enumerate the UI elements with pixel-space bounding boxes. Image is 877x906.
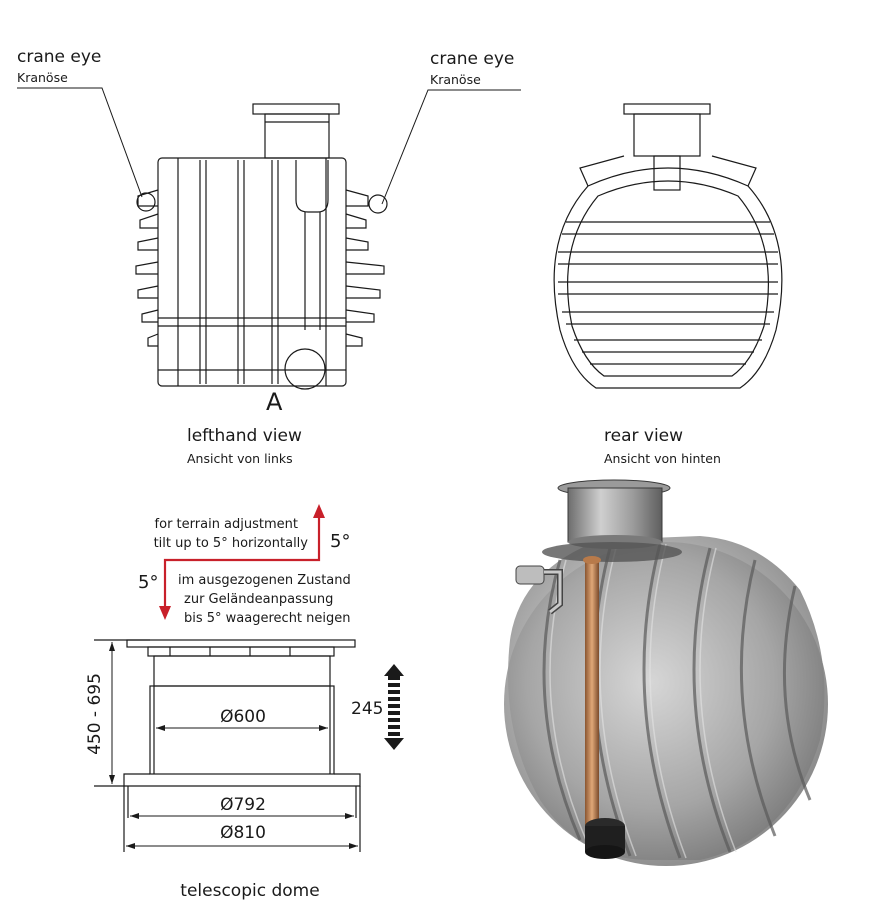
crane-eye-label-right: crane eye Kranöse bbox=[381, 49, 521, 205]
crane-eye-label-left: crane eye Kranöse bbox=[17, 47, 143, 198]
tilt-annotation: for terrain adjustment tilt up to 5° hor… bbox=[138, 504, 351, 626]
tank-3d-render bbox=[504, 479, 828, 866]
tilt-angle-left: 5° bbox=[138, 572, 158, 593]
lefthand-view-title-de: Ansicht von links bbox=[187, 451, 293, 466]
crane-eye-right-leader bbox=[381, 89, 521, 205]
crane-eye-right-en: crane eye bbox=[430, 49, 514, 69]
crane-eye-right-de: Kranöse bbox=[430, 72, 481, 87]
lefthand-view-drawing bbox=[135, 103, 388, 390]
tilt-note-de-line3: bis 5° waagerecht neigen bbox=[184, 611, 351, 626]
crane-eye-left-leader bbox=[17, 87, 143, 198]
dia-outer-label: Ø810 bbox=[220, 823, 266, 843]
stroke-dimension-arrow bbox=[384, 664, 404, 750]
dia-inner-label: Ø600 bbox=[220, 707, 266, 727]
telescopic-dome-drawing bbox=[94, 639, 361, 852]
rear-view-drawing bbox=[553, 103, 783, 389]
tilt-arrow-down-head bbox=[159, 606, 171, 620]
tilt-arrow-up-head bbox=[313, 504, 325, 518]
dia-middle-label: Ø792 bbox=[220, 795, 266, 815]
tilt-angle-top: 5° bbox=[330, 531, 350, 552]
tilt-note-en-line2: tilt up to 5° horizontally bbox=[154, 536, 309, 551]
rear-view-title-en: rear view bbox=[604, 426, 683, 446]
detail-marker-a: A bbox=[266, 388, 283, 416]
tilt-arrow-line bbox=[163, 514, 321, 612]
lefthand-view-title-en: lefthand view bbox=[187, 426, 302, 446]
crane-eye-left-de: Kranöse bbox=[17, 70, 68, 85]
height-dimension-label: 450 - 695 bbox=[85, 673, 105, 755]
tilt-note-de-line2: zur Geländeanpassung bbox=[184, 592, 333, 607]
tilt-note-en-line1: for terrain adjustment bbox=[155, 517, 298, 532]
rear-view-title-de: Ansicht von hinten bbox=[604, 451, 721, 466]
tilt-note-de-line1: im ausgezogenen Zustand bbox=[178, 573, 351, 588]
stroke-dimension-label: 245 bbox=[351, 699, 383, 719]
crane-eye-left-en: crane eye bbox=[17, 47, 101, 67]
telescopic-dome-title: telescopic dome bbox=[180, 881, 319, 901]
